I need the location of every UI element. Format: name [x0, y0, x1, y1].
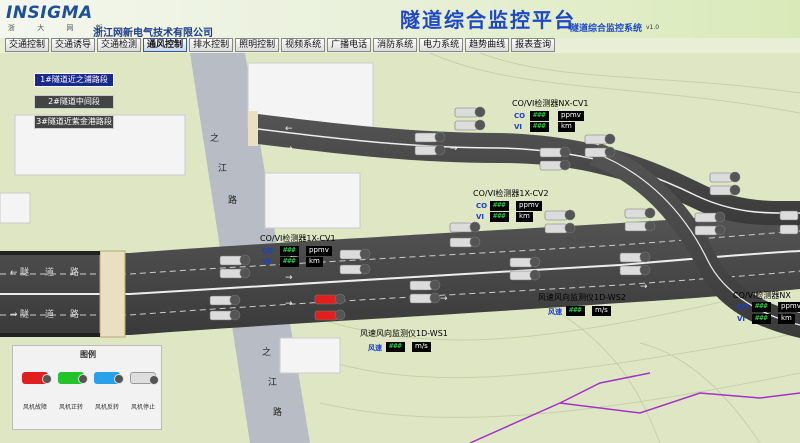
- road-name-char: 江: [218, 164, 228, 174]
- vi-unit: km: [306, 257, 323, 267]
- company-name: 浙江网新电气技术有限公司: [93, 28, 213, 39]
- wind-speed-label: 风速: [548, 308, 562, 316]
- svg-text:→: →: [640, 282, 648, 292]
- menu-traffic-detection[interactable]: 交通检测: [97, 38, 142, 52]
- legend-label: 风机反转: [94, 404, 119, 411]
- vi-label: VI: [737, 315, 746, 323]
- vi-value: ###: [752, 314, 771, 324]
- legend-label: 风机故障: [22, 404, 47, 411]
- vi-unit: km: [558, 122, 575, 132]
- co-unit: ppmv: [516, 201, 542, 211]
- co-value: ###: [752, 302, 771, 312]
- vi-label: VI: [476, 213, 485, 221]
- wind-speed-value: ###: [566, 306, 585, 316]
- co-unit: ppmv: [306, 246, 332, 256]
- svg-text:隧: 隧: [20, 308, 29, 320]
- wind-speed-unit: m/s: [592, 306, 611, 316]
- menu-fire-system[interactable]: 消防系统: [373, 38, 418, 52]
- vi-value: ###: [490, 212, 509, 222]
- sensor-label: CO/VI检测器NX: [733, 291, 791, 300]
- co-label: CO: [737, 303, 749, 311]
- road-name-char: 之: [262, 348, 272, 358]
- sensor-label: CO/VI检测器1X-CV2: [473, 189, 549, 198]
- menu-ventilation-control[interactable]: 通风控制: [143, 38, 188, 52]
- sensor-label: CO/VI检测器NX-CV1: [512, 99, 589, 108]
- company-logo: INSIGMA: [6, 3, 93, 23]
- wind-speed-unit: m/s: [412, 342, 431, 352]
- svg-text:→: →: [10, 310, 18, 320]
- menu-report-query[interactable]: 报表查询: [511, 38, 556, 52]
- vi-unit: km: [778, 314, 795, 324]
- page-title: 隧道综合监控平台: [400, 8, 576, 32]
- road-name-char: 路: [273, 408, 283, 418]
- wind-speed-label: 风速: [368, 344, 382, 352]
- fan-stop-icon: [130, 372, 159, 385]
- vi-label: VI: [514, 123, 523, 131]
- segment-button-2[interactable]: 2#隧道中间段: [34, 95, 114, 109]
- svg-text:←: ←: [285, 124, 293, 134]
- menu-trend-curve[interactable]: 趋势曲线: [465, 38, 510, 52]
- svg-text:→: →: [285, 273, 293, 283]
- svg-text:隧: 隧: [20, 266, 29, 278]
- svg-text:→: →: [285, 144, 293, 154]
- version-label: v1.0: [646, 24, 660, 31]
- road-name-char: 江: [268, 378, 278, 388]
- svg-text:路: 路: [70, 266, 79, 278]
- svg-text:道: 道: [45, 266, 54, 278]
- svg-text:道: 道: [45, 308, 54, 320]
- fan-forward-icon: [58, 372, 88, 384]
- co-label: CO: [476, 202, 488, 210]
- menu-traffic-control[interactable]: 交通控制: [5, 38, 50, 52]
- menu-power-system[interactable]: 电力系统: [419, 38, 464, 52]
- vi-value: ###: [280, 257, 299, 267]
- co-unit: ppmv: [558, 111, 584, 121]
- segment-button-3[interactable]: 3#隧道近紫金港路段: [34, 115, 114, 129]
- sensor-label: CO/VI检测器1X-CV1: [260, 234, 336, 243]
- header: INSIGMA 浙 大 网 新 浙江网新电气技术有限公司 隧道综合监控平台 隧道…: [0, 0, 800, 39]
- vi-unit: km: [516, 212, 533, 222]
- svg-text:路: 路: [70, 308, 79, 320]
- wind-sensor-label: 风速风向监测仪1D-WS1: [360, 329, 448, 338]
- menu-bar: 交通控制 交通诱导 交通检测 通风控制 排水控制 照明控制 视频系统 广播电话 …: [0, 38, 800, 53]
- legend-item-fault: 风机故障: [19, 372, 52, 411]
- vi-value: ###: [530, 122, 549, 132]
- wind-speed-value: ###: [386, 342, 405, 352]
- co-value: ###: [280, 246, 299, 256]
- co-label: CO: [514, 112, 526, 120]
- legend: 图例 风机故障 风机正转 风机反转 风机停止: [12, 345, 162, 430]
- legend-item-reverse: 风机反转: [91, 372, 124, 411]
- legend-label: 风机正转: [58, 404, 83, 411]
- svg-text:→: →: [285, 299, 293, 309]
- svg-text:←: ←: [10, 268, 18, 278]
- fan-reverse-icon: [94, 372, 124, 384]
- svg-text:→: →: [450, 144, 458, 154]
- legend-item-stop: 风机停止: [127, 372, 159, 411]
- fan-fault-icon: [22, 372, 52, 384]
- menu-video-system[interactable]: 视频系统: [281, 38, 326, 52]
- co-value: ###: [490, 201, 509, 211]
- legend-label: 风机停止: [130, 404, 155, 411]
- co-value: ###: [530, 111, 549, 121]
- vi-label: VI: [262, 258, 271, 266]
- menu-drainage-control[interactable]: 排水控制: [189, 38, 234, 52]
- menu-lighting-control[interactable]: 照明控制: [235, 38, 280, 52]
- legend-item-forward: 风机正转: [55, 372, 88, 411]
- system-name: 隧道综合监控系统: [570, 24, 643, 34]
- segment-button-1[interactable]: 1#隧道近之浦路段: [34, 73, 114, 87]
- logo-subtitle: 浙 大 网 新: [8, 24, 113, 32]
- wind-sensor-label: 风速风向监测仪1D-WS2: [538, 293, 626, 302]
- co-unit: ppmv: [778, 302, 800, 312]
- road-name-char: 路: [228, 196, 238, 206]
- legend-title: 图例: [80, 350, 96, 359]
- menu-broadcast-phone[interactable]: 广播电话: [327, 38, 372, 52]
- road-name-char: 之: [210, 134, 220, 144]
- menu-traffic-guidance[interactable]: 交通诱导: [51, 38, 96, 52]
- co-label: CO: [262, 247, 274, 255]
- svg-text:→: →: [440, 294, 448, 304]
